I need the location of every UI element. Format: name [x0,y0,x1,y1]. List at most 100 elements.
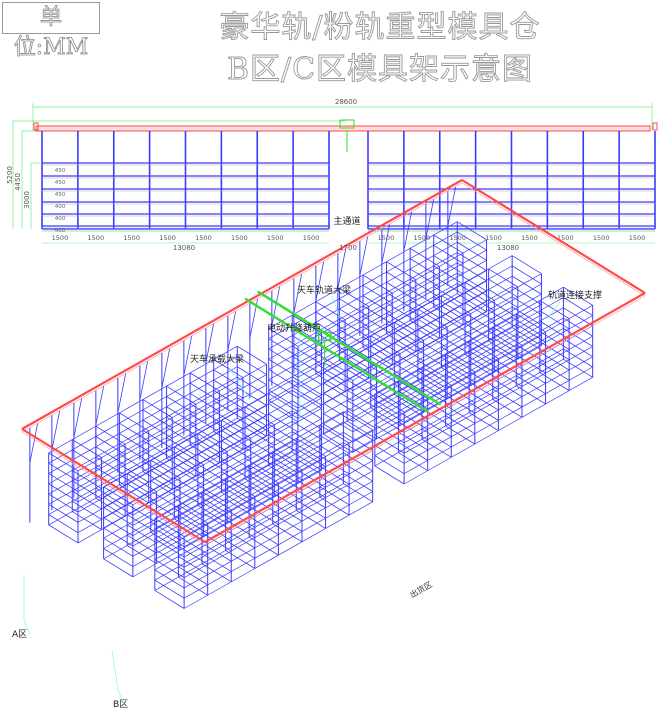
shelf-beam [178,566,208,586]
shelf-beam [346,348,377,368]
shelf-beam [563,297,593,316]
shelf-beam [421,428,452,448]
shelf-beam [297,290,487,399]
shelf-beam [319,496,350,516]
runway-beam [21,179,463,430]
shelf-beam [315,332,346,351]
shelf-beam [189,382,220,402]
shelf-beam [394,393,424,413]
shelf-beam [343,442,373,461]
shelf-beam [225,478,256,497]
shelf-beam [511,296,542,316]
shelf-beam [374,358,564,467]
shelf-beam [189,372,220,392]
shelf-beam [488,320,519,339]
shelf-beam [511,316,542,336]
shelf-beam [433,306,464,326]
shelf-beam [374,424,405,444]
shelf-beam [374,317,564,426]
shelf-beam [103,548,134,567]
shelf-beam [511,306,542,326]
brace [403,211,413,251]
brace [139,360,149,401]
shelf-beam [154,569,185,589]
runway-beam [204,292,646,543]
shelf-beam [174,487,204,507]
shelf-beam [362,315,393,335]
shelf-beam [119,433,149,452]
shelf-beam [248,475,279,494]
shelf-beam [221,491,251,511]
bay-width-label: 1500 [52,234,69,242]
shelf-beam [464,302,495,322]
bay-width-label: 1500 [593,234,610,242]
shelf-beam [468,360,499,380]
shelf-beam [394,321,424,341]
label-runway-beam: 天车轨道大梁 [297,284,351,296]
shelf-beam [268,465,299,484]
shelf-beam [174,518,204,538]
shelf-beam [72,490,102,510]
bay-width-label: 1500 [231,234,248,242]
shelf-beam [417,329,448,348]
level-spacing-label: 400 [55,204,66,210]
shelf-beam [225,539,256,559]
shelf-beam [272,513,303,532]
shelf-beam [213,410,244,430]
shelf-beam [445,394,476,414]
shelf-beam [457,252,487,271]
shelf-beam [352,314,542,422]
shelf-beam [183,439,373,548]
shelf-beam [492,357,523,377]
shelf-beam [268,400,299,419]
brace [293,273,303,314]
shelf-beam [72,449,102,469]
shelf-beam [403,356,593,464]
shelf-beam [197,484,228,504]
shelf-beam [178,545,208,565]
shelf-beam [445,425,476,445]
shelf-beam [352,335,542,443]
shelf-beam [296,510,326,529]
brace [29,423,39,463]
shelf-beam [468,381,499,401]
shelf-beam [394,363,424,382]
shelf-beam [272,451,303,471]
shelf-beam [154,559,185,578]
shelf-beam [272,461,303,481]
shelf-beam [323,255,513,363]
shelf-beam [339,318,369,338]
shelf-beam [362,284,393,304]
shelf-beam [248,536,279,556]
shelf-beam [374,297,564,405]
shelf-beam [119,422,149,442]
shelf-beam [511,275,542,295]
shelf-beam [268,379,299,399]
bay-width-label: 1500 [414,234,431,242]
shelf-beam [237,386,267,406]
shelf-beam [48,493,79,513]
shelf-beam [468,401,499,421]
shelf-beam [213,420,244,440]
shelf-beam [197,453,228,473]
brace [117,373,127,413]
shelf-beam [403,335,593,444]
shelf-beam [296,468,326,488]
shelf-beam [119,443,149,463]
shelf-beam [268,444,299,464]
brace [359,236,369,276]
shelf-beam [409,299,440,319]
shelf-beam [142,450,173,470]
shelf-beam [563,328,593,347]
shelf-beam [244,406,275,426]
shelf-beam [150,480,181,500]
shelf-beam [189,393,220,412]
shelf-beam [370,407,401,427]
shelf-beam [323,296,513,404]
shelf-beam [95,467,126,486]
shelf-beam [189,403,220,423]
shelf-beam [492,398,523,418]
brace [161,348,171,388]
shelf-beam [417,318,448,338]
shelf-beam [178,556,208,575]
